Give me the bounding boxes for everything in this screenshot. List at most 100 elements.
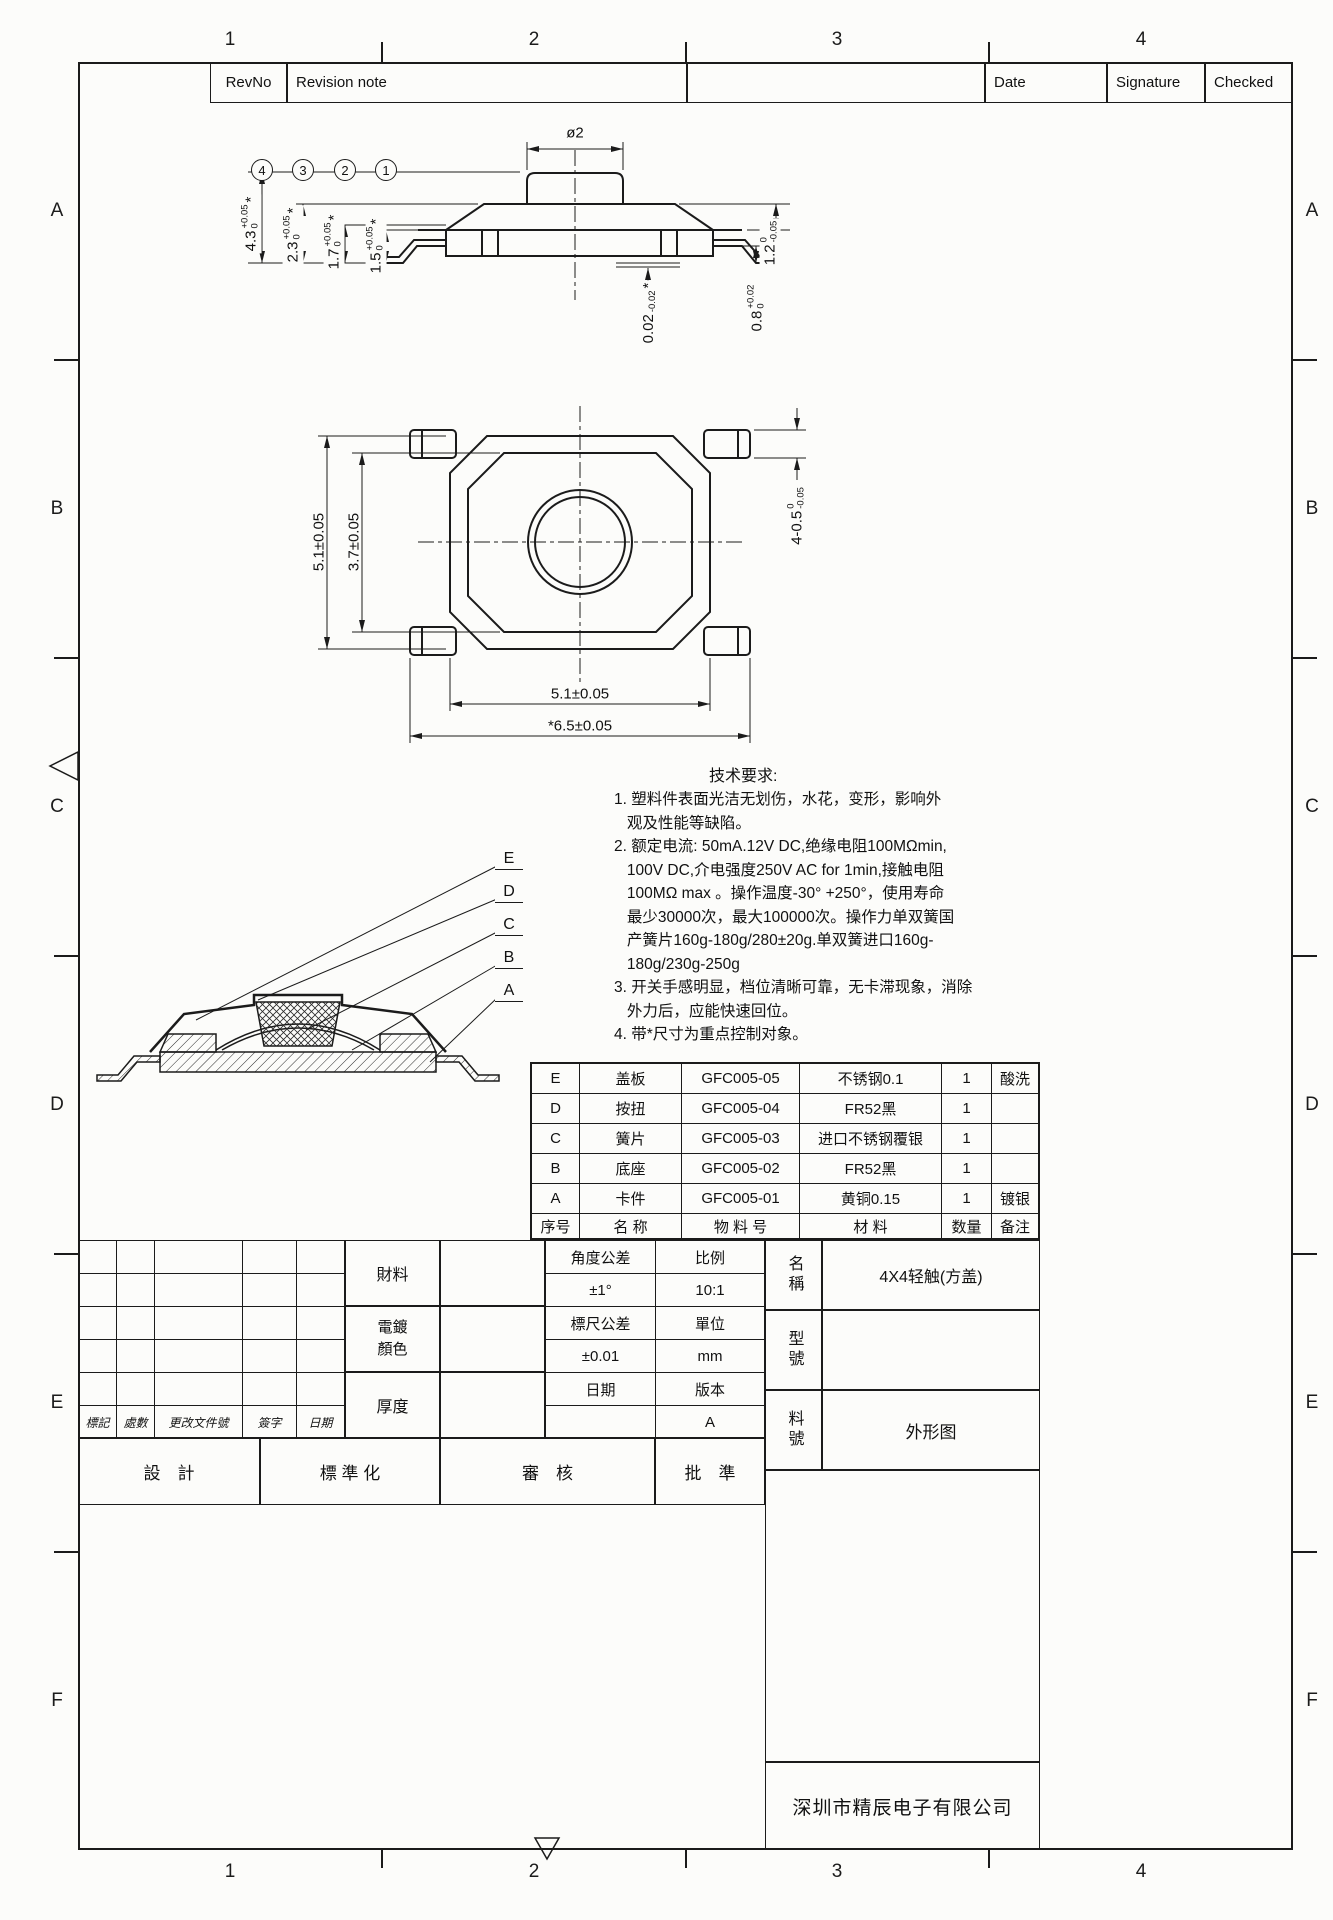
zone-tick: [1293, 1253, 1317, 1255]
title-block-empty-cell: [765, 1470, 1040, 1762]
zone-tick: [54, 657, 78, 659]
change-record-cell: [79, 1340, 117, 1373]
change-record-cell: [79, 1274, 117, 1307]
parts-cell-no: B: [532, 1154, 580, 1184]
zone-tick: [685, 1850, 687, 1868]
linear-tolerance-value: ±0.01: [546, 1340, 656, 1373]
change-record-header-sign: 簽字: [243, 1406, 297, 1439]
tech-req-line: 观及性能等缺陷。: [614, 814, 751, 832]
parts-cell-partno: GFC005-05: [682, 1064, 800, 1094]
change-record-cell: [297, 1241, 344, 1274]
row-label-left: A: [50, 200, 64, 221]
parts-cell-remark: 镀银: [992, 1184, 1038, 1214]
col-label-bottom: 1: [224, 1861, 236, 1882]
parts-cell-qty: 1: [942, 1094, 992, 1124]
tech-req-line: 1. 塑料件表面光洁无划伤，水花，变形，影响外: [614, 791, 942, 808]
tech-req-line: 100V DC,介电强度250V AC for 1min,接触电阻: [614, 861, 944, 879]
parts-cell-qty: 1: [942, 1124, 992, 1154]
zone-tick: [381, 1850, 383, 1868]
row-label-right: B: [1305, 498, 1319, 519]
material-label-cell: 財料: [345, 1240, 440, 1306]
callout-1: 1: [375, 159, 397, 181]
plating-label-cell: 電鍍顏色: [345, 1306, 440, 1372]
zone-tick: [54, 1551, 78, 1553]
section-label-d: D: [495, 883, 523, 903]
plating-value-cell: [440, 1306, 545, 1372]
change-record-cell: [117, 1373, 155, 1406]
tech-req-line: 100MΩ max 。操作温度-30° +250°，使用寿命: [614, 885, 945, 902]
partno-label-cell: 料號: [765, 1390, 822, 1470]
section-view-drawing: [96, 865, 500, 1082]
dim-body-width: 5.1±0.05: [548, 685, 612, 703]
plan-view-drawing: [318, 406, 806, 743]
revision-col-note: Revision note: [287, 62, 687, 103]
col-label-bottom: 4: [1135, 1861, 1147, 1882]
parts-cell-material: 进口不锈钢覆银: [800, 1124, 942, 1154]
tolerance-grid: 角度公差 比例 ±1° 10:1 標尺公差 單位 ±0.01 mm 日期 版本 …: [545, 1240, 765, 1439]
partno-value-cell: 外形图: [822, 1390, 1040, 1470]
change-record-header-date: 日期: [308, 1416, 333, 1430]
zone-tick: [54, 955, 78, 957]
parts-cell-name: 底座: [580, 1154, 682, 1184]
parts-cell-remark: 酸洗: [992, 1064, 1038, 1094]
parts-cell-name: 簧片: [580, 1124, 682, 1154]
dim-inner-width: 3.7±0.05: [345, 510, 363, 574]
section-label-b: B: [495, 949, 523, 969]
section-label-c: C: [495, 916, 523, 936]
change-record-cell: [297, 1340, 344, 1373]
tech-req-line: 180g/230g-250g: [614, 955, 740, 973]
material-value-cell: [440, 1240, 545, 1306]
change-record-cell: [79, 1307, 117, 1340]
side-view-part-outline: [381, 172, 778, 264]
plan-view-centerlines: [418, 406, 742, 684]
date-value: [546, 1406, 656, 1439]
center-mark-left: [48, 750, 79, 782]
parts-cell-material: FR52黑: [800, 1154, 942, 1184]
row-label-right: D: [1305, 1094, 1319, 1115]
company-name-cell: 深圳市精辰电子有限公司: [765, 1762, 1040, 1850]
parts-cell-no: C: [532, 1124, 580, 1154]
dim-leg-width: 4-0.5 0-0.05: [785, 485, 808, 547]
change-record-cell: [117, 1307, 155, 1340]
col-label-bottom: 3: [831, 1861, 843, 1882]
change-record-grid: 標記 處數 更改文件號 簽字 日期: [78, 1240, 345, 1439]
parts-cell-material: 不锈钢0.1: [800, 1064, 942, 1094]
parts-header-qty: 数量: [942, 1214, 992, 1238]
approve-cell: 批 準: [655, 1438, 765, 1505]
row-label-right: F: [1306, 1690, 1318, 1711]
parts-cell-no: A: [532, 1184, 580, 1214]
row-label-right: C: [1305, 796, 1319, 817]
tech-req-line: 外力后，应能快速回位。: [614, 1002, 798, 1020]
parts-header-name: 名 称: [580, 1214, 682, 1238]
tech-requirements: 技术要求: 1. 塑料件表面光洁无划伤，水花，变形，影响外 观及性能等缺陷。 2…: [614, 762, 1050, 1047]
change-record-cell: [79, 1241, 117, 1274]
parts-cell-partno: GFC005-03: [682, 1124, 800, 1154]
zone-tick: [988, 1850, 990, 1868]
change-record-cell: [243, 1241, 297, 1274]
change-record-cell: [117, 1340, 155, 1373]
change-record-cell: [297, 1373, 344, 1406]
angle-tolerance-value: ±1°: [546, 1274, 656, 1307]
date-label: 日期: [546, 1373, 656, 1406]
col-label-top: 2: [528, 29, 540, 50]
parts-cell-partno: GFC005-01: [682, 1184, 800, 1214]
name-value-cell: 4X4轻触(方盖): [822, 1240, 1040, 1310]
change-record-header-doc: 更改文件號: [155, 1406, 243, 1439]
parts-cell-qty: 1: [942, 1184, 992, 1214]
linear-tolerance-label: 標尺公差: [546, 1307, 656, 1340]
version-value: A: [704, 1414, 715, 1431]
revision-col-revno: RevNo: [210, 62, 287, 103]
row-label-right: A: [1305, 200, 1319, 221]
callout-3: 3: [292, 159, 314, 181]
change-record-cell: [297, 1307, 344, 1340]
tech-req-line: 最少30000次，最大100000次。操作力单双簧国: [614, 908, 955, 926]
change-record-cell: [79, 1373, 117, 1406]
zone-tick: [1293, 955, 1317, 957]
change-record-cell: [117, 1241, 155, 1274]
thickness-value-cell: [440, 1372, 545, 1438]
plan-view-dimension-lines: [318, 408, 806, 743]
review-cell: 審 核: [440, 1438, 655, 1505]
